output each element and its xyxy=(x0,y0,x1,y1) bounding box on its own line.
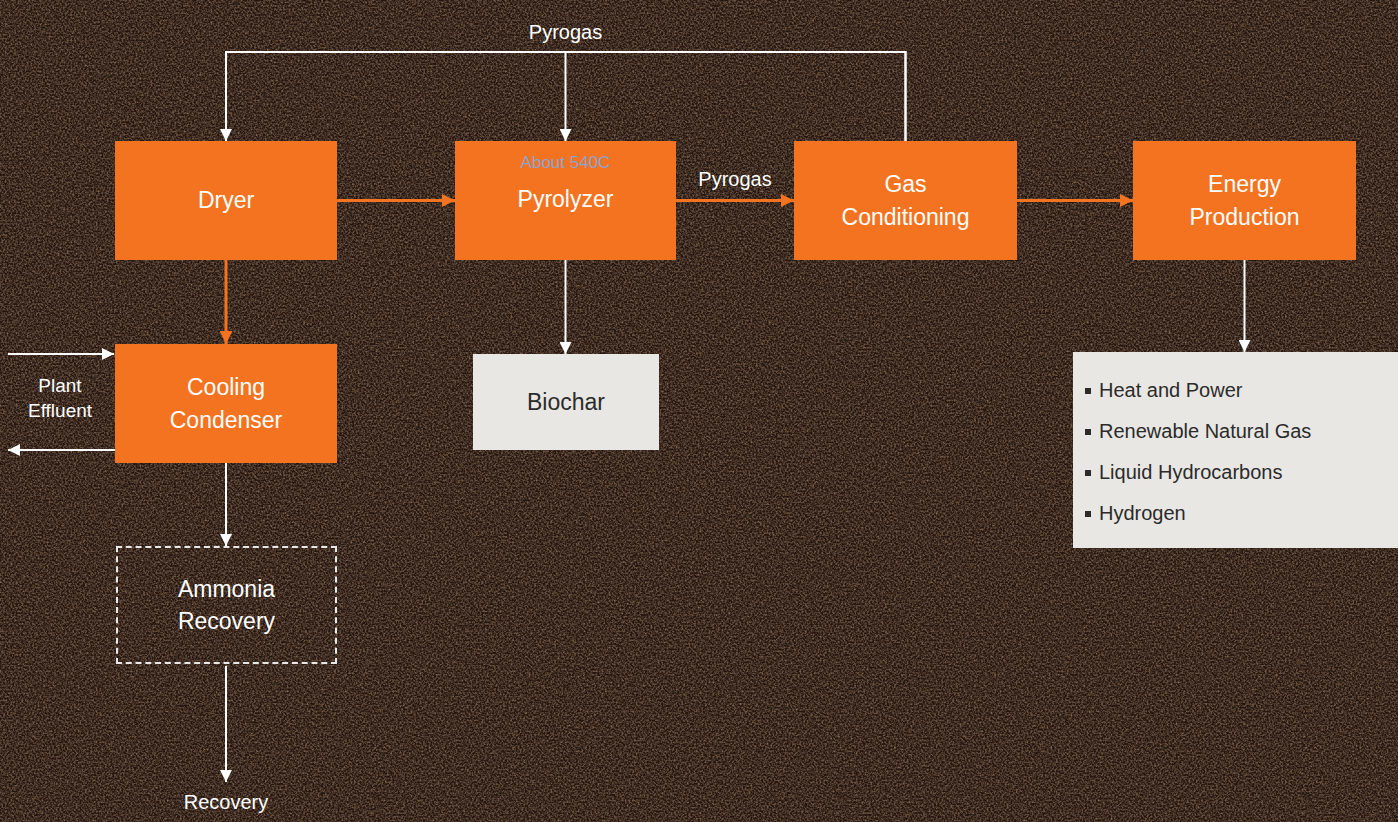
box-label: Gas Conditioning xyxy=(831,168,981,232)
stream-label: Plant Effluent xyxy=(12,374,108,423)
output-list-box: Heat and PowerRenewable Natural GasLiqui… xyxy=(1073,352,1398,548)
optional-process-box: Ammonia Recovery xyxy=(116,546,337,664)
process-box: About 540C Pyrolyzer xyxy=(455,141,676,260)
flow-arrow xyxy=(225,463,227,546)
flow-arrow xyxy=(565,260,567,354)
box-label: Pyrolyzer xyxy=(518,183,614,215)
list-item: Heat and Power xyxy=(1075,370,1242,411)
flow-arrow xyxy=(337,199,455,202)
flow-arrow xyxy=(676,199,794,202)
flow-arrow xyxy=(1244,260,1246,352)
temperature-note: About 540C xyxy=(521,153,611,173)
flow-arrow xyxy=(1017,199,1133,202)
box-label: Biochar xyxy=(527,389,605,416)
recovery-arrow xyxy=(225,666,227,782)
effluent-out-arrow xyxy=(8,449,115,451)
flow-label: Pyrogas xyxy=(529,20,602,44)
process-box: Energy Production xyxy=(1133,141,1356,260)
box-label: Ammonia Recovery xyxy=(152,573,302,637)
flow-arrow xyxy=(225,260,228,344)
list-item: Hydrogen xyxy=(1075,493,1186,534)
flow-arrow xyxy=(566,52,906,141)
list-item: Liquid Hydrocarbons xyxy=(1075,452,1282,493)
product-box: Biochar xyxy=(473,354,659,450)
box-label: Dryer xyxy=(198,184,254,216)
list-item: Renewable Natural Gas xyxy=(1075,411,1311,452)
flow-label: Pyrogas xyxy=(698,167,771,191)
flow-arrow xyxy=(226,52,906,141)
effluent-in-arrow xyxy=(8,353,114,355)
process-box: Gas Conditioning xyxy=(794,141,1017,260)
process-box: Dryer xyxy=(115,141,337,260)
box-label: Cooling Condenser xyxy=(151,371,301,435)
process-box: Cooling Condenser xyxy=(115,344,337,463)
output-label: Recovery xyxy=(158,790,294,814)
box-label: Energy Production xyxy=(1170,168,1320,232)
